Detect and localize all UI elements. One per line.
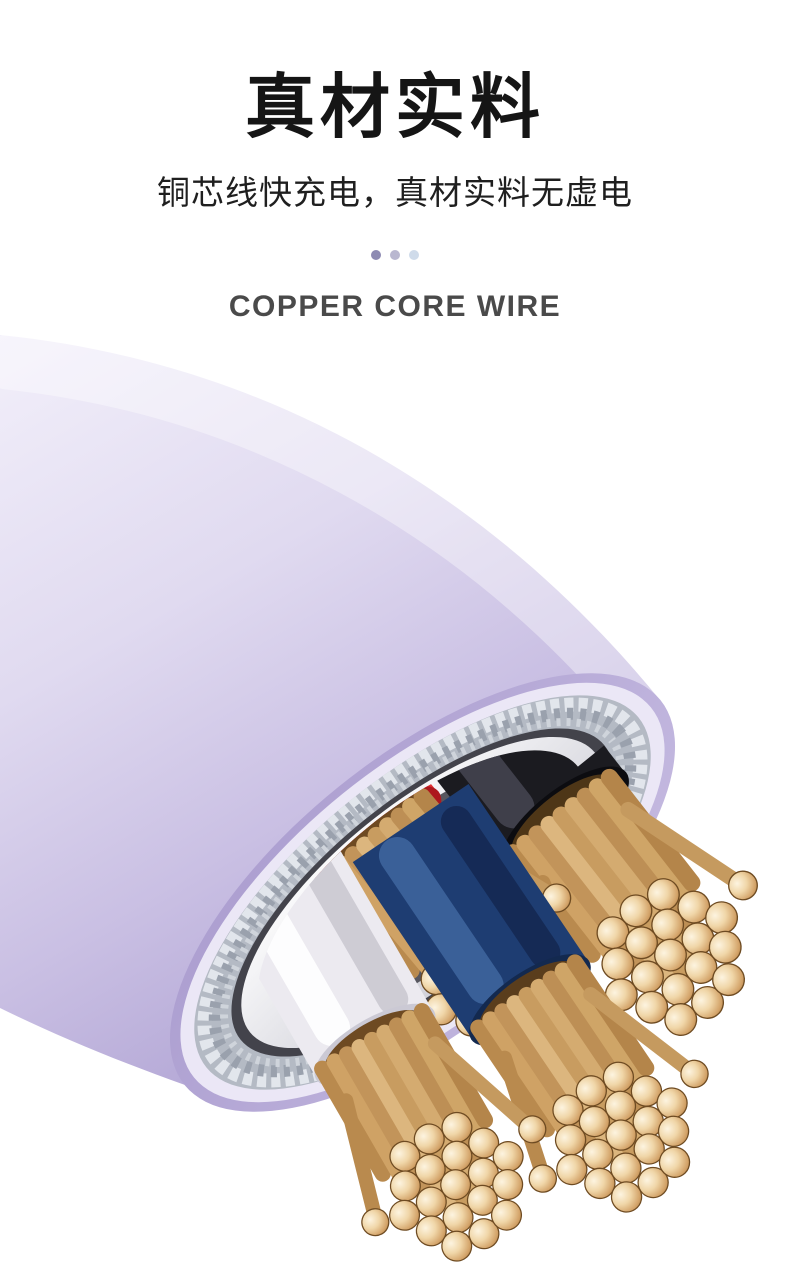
pagination-dot-2 — [390, 250, 400, 261]
sheath-gloss-highlight — [0, 334, 673, 738]
page-subtitle: 铜芯线快充电，真材实料无虚电 — [157, 174, 633, 212]
pagination-dot-3 — [409, 250, 419, 261]
page-title: 真材实料 — [245, 68, 545, 146]
pagination-dots — [0, 250, 790, 261]
wire-blue — [352, 784, 751, 1252]
header-block: 真材实料 铜芯线快充电，真材实料无虚电 COPPER CORE WIRE — [0, 0, 790, 324]
english-caption: COPPER CORE WIRE — [228, 290, 562, 324]
pagination-dot-1 — [371, 250, 381, 261]
